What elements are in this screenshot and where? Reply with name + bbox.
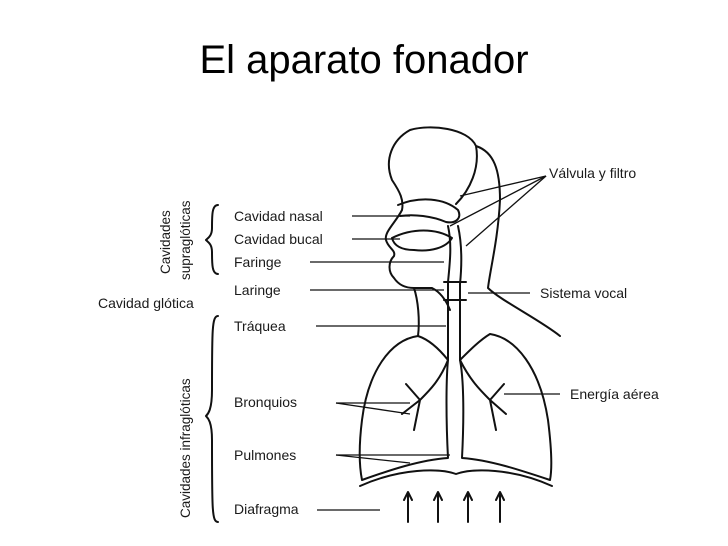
- supra-bracket: [205, 204, 219, 275]
- supra-label-2: supraglóticas: [178, 200, 193, 280]
- right-lung: [459, 333, 553, 481]
- infra-label: Cavidades infraglóticas: [178, 378, 193, 518]
- label-sistema-vocal: Sistema vocal: [540, 285, 627, 301]
- nasal-cavity: [397, 198, 461, 224]
- supra-label-1: Cavidades: [158, 210, 173, 274]
- label-cavidad-bucal: Cavidad bucal: [234, 231, 323, 247]
- label-valvula-filtro: Válvula y filtro: [549, 165, 636, 181]
- diaphragm: [359, 469, 553, 487]
- label-cavidad-glotica: Cavidad glótica: [98, 295, 194, 311]
- head-body-outline: [384, 126, 561, 337]
- oral-cavity: [391, 229, 453, 252]
- label-energia-aerea: Energía aérea: [570, 386, 659, 402]
- label-diafragma: Diafragma: [234, 501, 299, 517]
- bronchi: [401, 359, 507, 431]
- label-pulmones: Pulmones: [234, 447, 296, 463]
- larynx: [443, 281, 467, 301]
- label-cavidad-nasal: Cavidad nasal: [234, 208, 323, 224]
- label-traquea: Tráquea: [234, 318, 286, 334]
- infra-bracket: [205, 315, 219, 523]
- label-faringe: Faringe: [234, 254, 282, 270]
- air-arrows: [403, 491, 505, 523]
- label-bronquios: Bronquios: [234, 394, 297, 410]
- label-laringe: Laringe: [234, 282, 281, 298]
- page-title: El aparato fonador: [199, 38, 529, 82]
- neck-front: [413, 287, 420, 337]
- pharynx-tube: [447, 225, 463, 361]
